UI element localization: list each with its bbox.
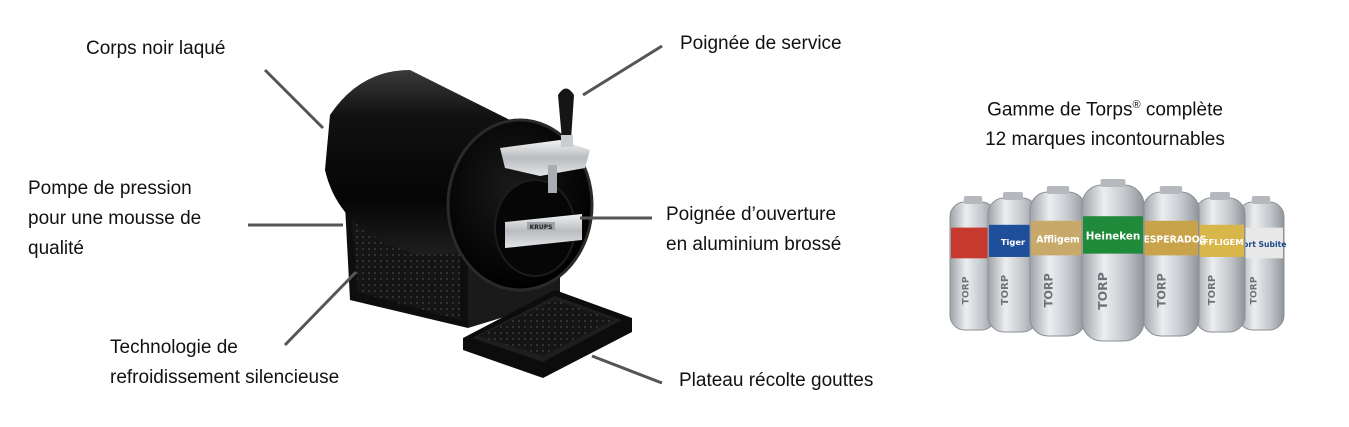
kegs-title: Gamme de Torps® complète 12 marques inco… [940,90,1270,155]
serving-handle [558,88,574,140]
keg-brand-label [989,224,1037,257]
keg-torp-text: TORP [1155,273,1168,307]
drip-tray [463,290,632,378]
line-poignee-service [582,44,663,97]
line-plateau [591,354,663,385]
keg-brand-text: Affligem [1036,234,1080,245]
keg-torp-text: TORP [1248,276,1259,304]
line-corps [263,68,325,130]
keg-brand-text: Mort Subite [1236,240,1287,249]
keg-brand-text: Heineken [1086,231,1141,243]
label-technologie-line2: refroidissement silencieuse [110,367,340,388]
keg-brand-text: AFFLIGEM [1196,237,1243,247]
keg-brand-label [1144,220,1198,256]
keg-brand-label [1239,227,1283,259]
label-corps-noir: Corps noir laqué [86,38,226,59]
keg-brand-label [1083,216,1143,254]
keg-torp-text: TORP [960,276,971,304]
line-technologie [283,270,358,347]
keg-torp-text: TORP [1207,275,1218,305]
keg-brand-label [1031,220,1085,256]
krups-brand-plate: KRUPS [530,224,553,231]
keg-brand-text: DESPERADOS [1136,234,1207,245]
label-poignee-service: Poignée de service [680,33,842,54]
label-poignee-ouverture-line1: Poignée d’ouverture [666,204,837,225]
label-technologie-line1: Technologie de [110,337,238,358]
label-pompe-line1: Pompe de pression [28,178,192,199]
label-pompe-line3: qualité [28,238,84,259]
opening-handle: KRUPS [505,214,582,248]
label-poignee-ouverture-line2: en aluminium brossé [666,234,842,255]
keg-brand-label [1196,224,1244,257]
torp-keg: AFFLIGEM TORP [1194,192,1246,333]
keg-torp-text: TORP [1000,275,1011,305]
keg-torp-text: TORP [1095,272,1110,310]
label-plateau: Plateau récolte gouttes [679,370,874,391]
keg-torp-text: TORP [1042,273,1055,307]
leader-lines [248,44,663,385]
keg-brand-text: Tiger [1001,237,1026,247]
kegs-title-line2: 12 marques incontournables [985,129,1225,151]
label-pompe-line2: pour une mousse de [28,208,202,229]
tap [500,88,590,193]
torp-keg: DESPERADOS TORP [1136,186,1207,337]
kegs-title-line1: Gamme de Torps® complète [987,99,1223,121]
